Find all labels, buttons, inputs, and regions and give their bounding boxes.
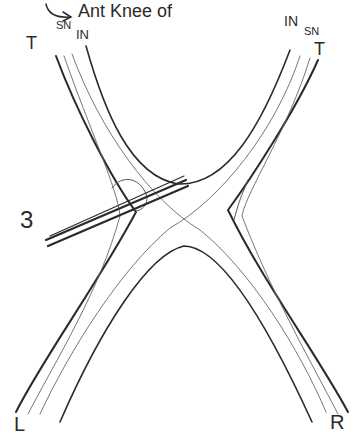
temporal-label: T: [314, 40, 325, 58]
lesion-number: 3: [20, 208, 33, 232]
uncrossed-fiber: [242, 58, 338, 414]
lesion-line: [50, 176, 184, 236]
fiber-label: IN: [76, 28, 89, 41]
side-label: R: [330, 412, 344, 432]
lesion-line: [46, 180, 186, 240]
inner-bottom-border: [60, 246, 312, 422]
temporal-label: T: [26, 34, 37, 52]
inner-top-border: [86, 46, 290, 184]
side-label: L: [14, 414, 25, 434]
fiber-label: SN: [56, 20, 71, 31]
pointer-arrow: [46, 4, 70, 17]
heading-note: Ant Knee of: [78, 2, 172, 20]
lesion-line: [48, 186, 188, 246]
crossing-fiber: [72, 54, 326, 412]
fiber-label: SN: [304, 26, 319, 37]
fiber-notch: [234, 180, 248, 220]
right-outer-border: [228, 60, 348, 412]
fiber-label: IN: [284, 14, 298, 28]
crossing-fiber: [40, 56, 300, 414]
